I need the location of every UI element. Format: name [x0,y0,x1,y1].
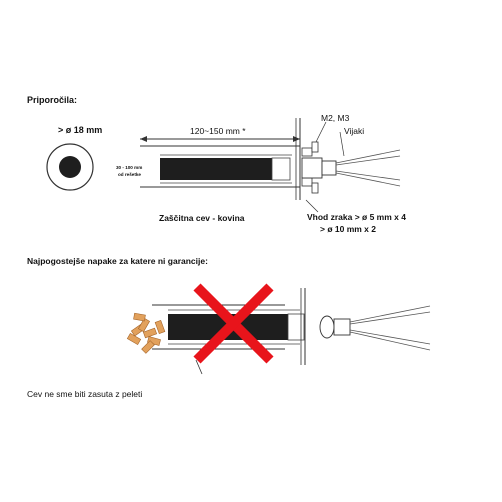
screw-size-label: M2, M3 [321,113,350,123]
length-label: 120~150 mm * [190,126,246,136]
length-dimension [140,136,300,142]
protective-tube-label: Zaščitna cev - kovina [159,213,245,223]
diameter-label: > ø 18 mm [58,125,103,135]
prohibited-cross-icon [193,283,274,364]
recommendations-heading: Priporočila: [27,95,78,105]
heating-element [160,158,272,180]
air-inlet-label-2: > ø 10 mm x 2 [320,224,376,234]
tube-end-view [46,143,94,191]
screw-top [301,147,313,157]
common-mistakes-heading: Najpogostejše napake za katere ni garanc… [27,256,208,266]
air-inlet-label-1: Vhod zraka > ø 5 mm x 4 [307,212,406,222]
grate-distance-label-2: od rešetke [118,172,141,177]
pellets [126,312,166,354]
wrong-install-view [126,288,431,375]
screws-label: Vijaki [344,126,365,136]
grate-distance-label-1: 30 - 100 mm [116,165,143,170]
igniter-side-view [140,118,401,213]
pellet-warning-caption: Cev ne sme biti zasuta z peleti [27,389,143,399]
screw-bottom [301,177,313,187]
